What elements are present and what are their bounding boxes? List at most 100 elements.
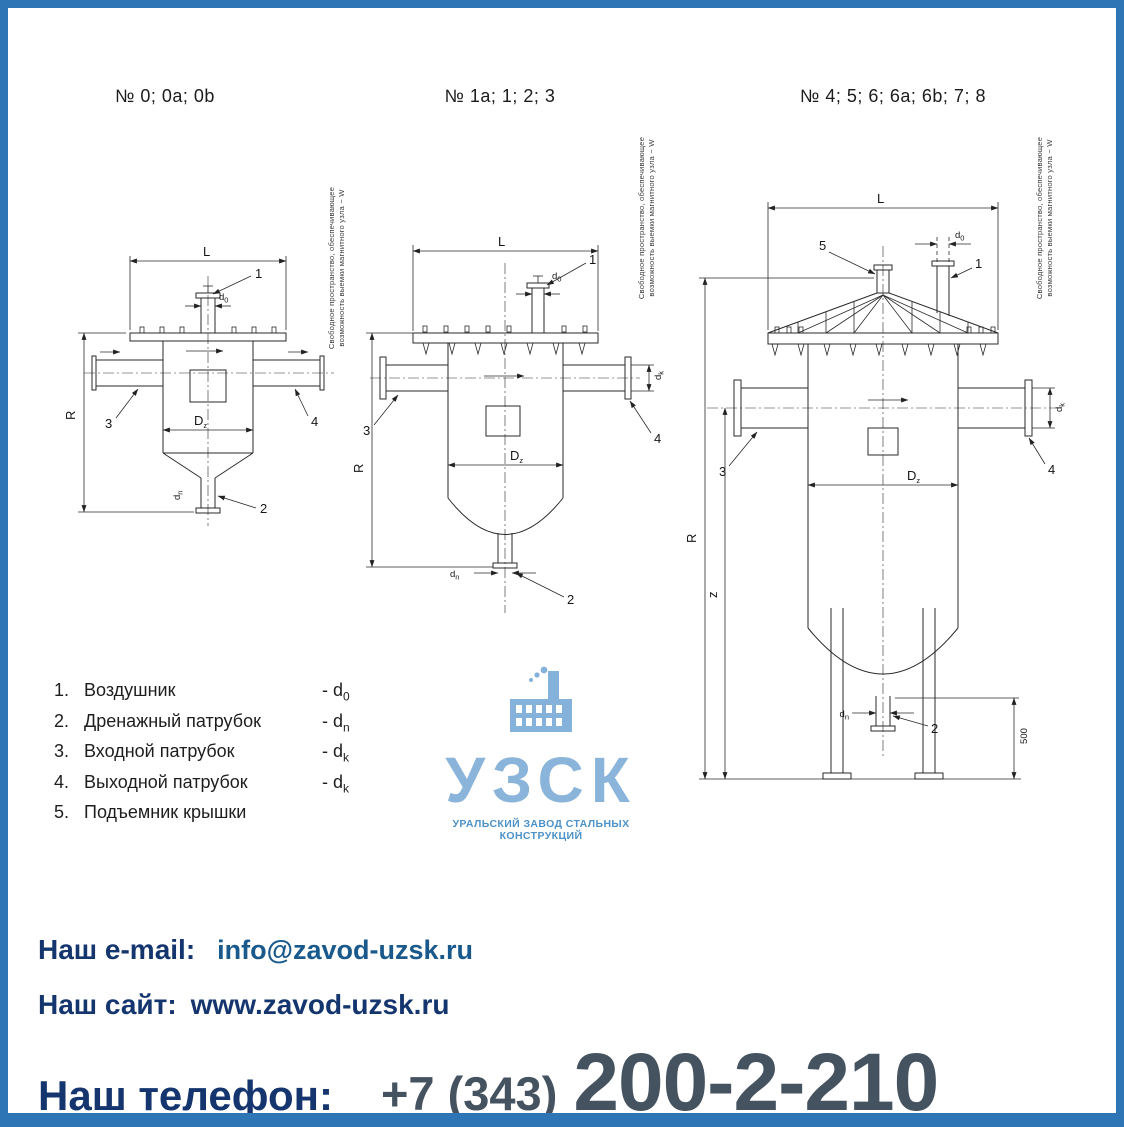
- outlet-nozzle: [563, 356, 632, 400]
- logo-subtitle: УРАЛЬСКИЙ ЗАВОД СТАЛЬНЫХ КОНСТРУКЦИЙ: [452, 818, 630, 842]
- dim-L: L: [412, 234, 599, 331]
- callout-2-label: 2: [931, 721, 938, 736]
- dim-Dz: Dz: [162, 413, 254, 433]
- callout-2-label: 2: [260, 501, 267, 516]
- dim-Dz: Dz: [807, 468, 959, 488]
- label-dk: dk: [1054, 403, 1067, 412]
- callout-3-label: 3: [363, 423, 370, 438]
- label-d0: d0: [219, 292, 228, 305]
- top-flange: [129, 326, 287, 342]
- legend-dim: - dk: [322, 741, 350, 765]
- callout-4: 4: [1028, 437, 1055, 477]
- email-value: info@zavod-uzsk.ru: [217, 935, 474, 965]
- outlet-nozzle: [958, 379, 1033, 437]
- dim-dn: dn: [172, 491, 185, 500]
- legend-dim: - dn: [322, 710, 350, 735]
- site-value: www.zavod-uzsk.ru: [190, 989, 450, 1020]
- label-d0: d0: [552, 271, 561, 284]
- legend-label: Дренажный патрубок: [84, 710, 261, 731]
- legend-num: 1.: [54, 680, 70, 700]
- centerlines: [370, 263, 640, 613]
- callout-4: 4: [294, 388, 318, 429]
- company-logo: УЗСК УРАЛЬСКИЙ ЗАВОД СТАЛЬНЫХ КОНСТРУКЦИ…: [411, 663, 671, 842]
- callout-5: 5: [819, 238, 876, 275]
- legend-item: 2. Дренажный патрубок - dn: [54, 711, 414, 735]
- inlet-nozzle: [733, 379, 808, 437]
- phone-area-code: +7 (343): [380, 1067, 558, 1120]
- vent-nozzle: [931, 260, 955, 316]
- phone-label: Наш телефон:: [38, 1072, 333, 1119]
- dim-z: z: [705, 407, 728, 780]
- logo-name: УЗСК: [445, 744, 637, 816]
- callout-2: 2: [892, 715, 938, 736]
- drain-nozzle: [492, 533, 518, 569]
- vessel-body: [447, 343, 564, 535]
- drawing-title-1: № 0; 0a; 0b: [115, 86, 215, 106]
- label-L: L: [203, 244, 210, 259]
- callout-1: 1: [546, 252, 596, 286]
- callout-4: 4: [629, 400, 661, 446]
- callout-2-label: 2: [567, 592, 574, 607]
- phone-number: 200-2-210: [573, 1037, 939, 1127]
- label-L: L: [498, 234, 505, 249]
- support-legs: [699, 608, 1021, 780]
- label-R: R: [351, 464, 366, 473]
- legend-num: 5.: [54, 802, 70, 823]
- phone-line: Наш телефон: +7 (343) 200-2-210: [38, 1036, 939, 1127]
- free-space-note: Свободное пространство, обеспечивающее в…: [1035, 137, 1054, 299]
- callout-2: 2: [217, 495, 267, 516]
- legend-item: 3. Входной патрубок - dk: [54, 741, 414, 765]
- email-label: Наш e-mail:: [38, 934, 196, 965]
- callout-5-label: 5: [819, 238, 826, 253]
- outlet-nozzle: [253, 349, 325, 391]
- callout-1: 1: [212, 266, 262, 295]
- legend-num: 2.: [54, 710, 70, 731]
- label-dn: dn: [172, 491, 185, 500]
- label-dn: dn: [840, 709, 849, 722]
- legend: 1. Воздушник - d0 2. Дренажный патрубок …: [54, 680, 414, 830]
- callout-1: 1: [950, 256, 982, 279]
- inlet-nozzle: [379, 356, 448, 400]
- magnet-box: [867, 427, 899, 456]
- legend-num: 3.: [54, 741, 70, 762]
- svg-text:Свободное пространство, обеспе: Свободное пространство, обеспечивающее: [1035, 137, 1044, 299]
- cover-ribs: [767, 292, 999, 334]
- dim-500: 500: [895, 697, 1030, 780]
- callout-1-label: 1: [975, 256, 982, 271]
- callout-4-label: 4: [654, 431, 661, 446]
- dim-L: L: [767, 191, 999, 330]
- label-dn: dn: [450, 569, 459, 582]
- dim-d0: d0: [185, 292, 231, 309]
- callout-3: 3: [105, 388, 139, 431]
- label-500: 500: [1019, 728, 1030, 744]
- legend-num: 4.: [54, 771, 70, 792]
- free-space-note: Свободное пространство, обеспечивающее в…: [637, 137, 656, 299]
- label-d0: d0: [955, 230, 964, 243]
- magnet-box: [485, 405, 521, 437]
- label-z: z: [705, 592, 720, 599]
- dim-dk: dk: [631, 364, 666, 392]
- legend-label: Воздушник: [84, 680, 176, 700]
- dim-dk: dk: [1032, 387, 1067, 429]
- top-flange: [767, 326, 999, 345]
- legend-item: 1. Воздушник - d0: [54, 680, 414, 704]
- drain-nozzle: [195, 478, 221, 514]
- callout-3-label: 3: [105, 416, 112, 431]
- svg-text:Свободное пространство, обеспе: Свободное пространство, обеспечивающее: [637, 137, 646, 299]
- drawing-filter-medium: L d0 1: [351, 137, 666, 613]
- callout-3: 3: [363, 394, 399, 438]
- label-Dz: Dz: [194, 413, 207, 430]
- flange-gussets: [771, 343, 987, 357]
- legend-dim: - dk: [322, 771, 350, 796]
- dim-R: R: [63, 332, 194, 513]
- label-L: L: [877, 191, 884, 206]
- svg-text:Свободное пространство, обеспе: Свободное пространство, обеспечивающее: [327, 187, 336, 349]
- drawing-filter-small: L d0 1: [63, 187, 346, 526]
- legend-label: Подъемник крышки: [84, 802, 247, 823]
- site-line: Наш сайт: www.zavod-uzsk.ru: [38, 989, 449, 1021]
- flange-gussets: [422, 342, 586, 356]
- label-Dz: Dz: [907, 468, 920, 485]
- legend-dim: - d0: [322, 680, 350, 704]
- vent-nozzle: [526, 275, 550, 333]
